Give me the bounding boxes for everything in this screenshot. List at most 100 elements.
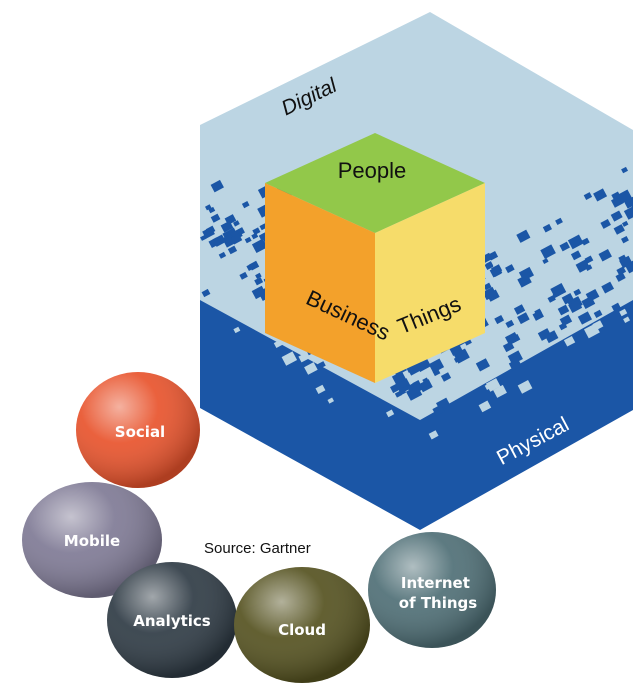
social-bubble: Social — [76, 372, 200, 488]
pixel-square — [615, 272, 626, 282]
pixel-square — [246, 263, 255, 271]
pixel-square — [415, 357, 432, 372]
pixel-square — [563, 335, 576, 347]
pixel-square — [488, 251, 499, 261]
pixel-square — [422, 377, 429, 384]
cloud-label: Cloud — [278, 621, 326, 639]
pixel-square — [593, 188, 608, 202]
pixel-square — [508, 358, 522, 371]
pixel-square — [210, 179, 224, 193]
pixel-square — [559, 314, 573, 327]
pixel-square — [593, 309, 603, 318]
pixel-square — [619, 255, 633, 269]
people-label: People — [338, 158, 407, 183]
technology-bubbles: Social Mobile Analytics Cloud Internet o… — [22, 372, 496, 683]
pixel-square — [251, 285, 267, 300]
physical-face — [200, 300, 633, 530]
pixel-square — [241, 201, 250, 209]
pixel-square — [489, 265, 503, 278]
pixel-square — [202, 226, 215, 239]
mobile-label: Mobile — [64, 532, 120, 550]
pixel-square — [613, 224, 625, 235]
pixel-square — [600, 218, 611, 229]
pixel-square — [547, 294, 556, 303]
pixel-square — [570, 250, 582, 261]
pixel-square — [208, 237, 221, 249]
pixel-square — [251, 232, 259, 240]
pixel-square — [457, 354, 465, 361]
pixel-square — [516, 229, 531, 243]
pixel-square — [428, 430, 439, 440]
analytics-bubble: Analytics — [107, 562, 237, 678]
pixel-square — [517, 380, 533, 394]
analytics-label: Analytics — [133, 612, 211, 630]
pixel-square — [507, 350, 523, 365]
pixel-square — [620, 235, 629, 244]
pixel-square — [273, 339, 283, 348]
pixel-square — [581, 237, 590, 246]
pixel-square — [386, 409, 395, 418]
pixel-square — [482, 286, 497, 301]
pixel-square — [505, 264, 515, 274]
pixel-square — [542, 258, 549, 265]
pixel-square — [432, 404, 445, 416]
pixel-square — [518, 266, 535, 281]
pixel-square — [428, 358, 445, 373]
pixel-square — [244, 236, 252, 244]
mobile-bubble: Mobile — [22, 482, 162, 598]
pixel-square — [255, 272, 262, 279]
source-attribution: Source: Gartner — [204, 540, 311, 557]
pixel-square — [252, 227, 261, 235]
pixel-square — [298, 352, 309, 363]
pixel-square — [218, 251, 227, 259]
pixel-square — [611, 191, 621, 201]
pixel-square — [624, 259, 633, 274]
cloud-bubble: Cloud — [234, 567, 370, 683]
pixel-square — [619, 308, 628, 317]
pixel-square — [592, 320, 604, 331]
pixel-square — [494, 314, 505, 325]
pixel-square — [581, 296, 596, 309]
pixel-square — [621, 166, 629, 174]
cube-right-face — [375, 183, 485, 383]
pixel-square — [440, 372, 452, 382]
pixel-square — [623, 316, 631, 323]
pixel-square — [532, 310, 544, 321]
pixel-square — [485, 261, 494, 269]
pixel-square — [577, 311, 593, 325]
pixel-square — [478, 400, 492, 413]
pixel-square — [505, 319, 515, 329]
social-label: Social — [115, 423, 165, 441]
pixel-square — [210, 213, 221, 223]
pixel-square — [208, 206, 216, 214]
pixel-square — [610, 210, 623, 222]
pixel-square — [555, 217, 563, 226]
pixel-square — [449, 343, 463, 356]
pixel-square — [540, 244, 556, 259]
pixel-square — [513, 304, 526, 315]
pixel-square — [484, 382, 493, 391]
pixel-square — [559, 241, 570, 252]
pixel-square — [629, 197, 633, 209]
pixel-square — [398, 378, 409, 389]
pixel-square — [616, 189, 633, 204]
pixel-square — [233, 326, 241, 334]
pixel-square — [542, 223, 553, 233]
pixel-square — [557, 304, 570, 316]
pixel-square — [616, 266, 627, 276]
pixel-square — [483, 282, 492, 291]
pixel-square — [391, 371, 407, 385]
pixel-square — [204, 204, 212, 211]
pixel-square — [227, 245, 238, 255]
pixel-square — [517, 312, 530, 325]
pixel-square — [239, 271, 248, 280]
pixel-square — [611, 302, 621, 312]
pixel-square — [567, 234, 584, 250]
pixel-square — [583, 192, 593, 200]
pixel-square — [399, 388, 407, 396]
pixel-square — [224, 214, 237, 226]
iot-bubble: Internet of Things — [368, 532, 496, 648]
pixel-square — [304, 362, 318, 375]
pixel-square — [575, 259, 590, 273]
